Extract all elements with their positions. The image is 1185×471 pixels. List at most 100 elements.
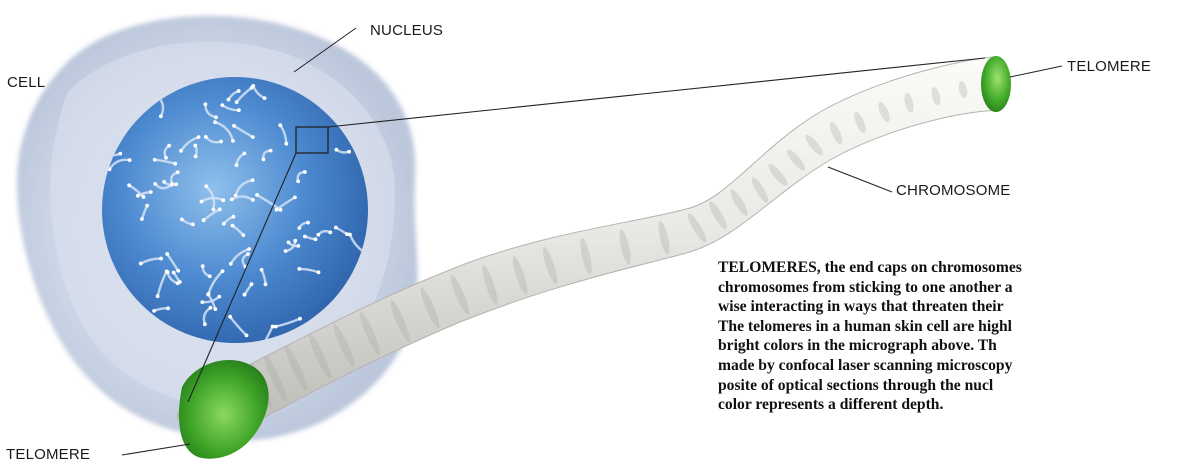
strand-tip-dot xyxy=(200,200,204,204)
strand-tip-dot xyxy=(314,237,318,241)
strand-tip-dot xyxy=(250,282,254,286)
strand-tip-dot xyxy=(274,325,278,329)
strand-tip-dot xyxy=(149,190,153,194)
strand-tip-dot xyxy=(275,208,279,212)
strand-tip-dot xyxy=(229,262,233,266)
strand-tip-dot xyxy=(176,281,180,285)
strand-tip-dot xyxy=(152,309,156,313)
strand-tip-dot xyxy=(194,155,198,159)
strand-tip-dot xyxy=(284,142,288,146)
strand-tip-dot xyxy=(335,148,339,152)
strand-tip-dot xyxy=(251,84,255,88)
strand-tip-dot xyxy=(204,102,208,106)
strand-tip-dot xyxy=(174,182,178,186)
strand-tip-dot xyxy=(203,322,207,326)
strand-tip-dot xyxy=(328,231,332,235)
strand-tip-dot xyxy=(206,293,210,297)
strand-tip-dot xyxy=(170,182,174,186)
strand-tip-dot xyxy=(230,198,234,202)
strand-tip-dot xyxy=(232,215,236,219)
strand-tip-dot xyxy=(179,149,183,153)
strand-tip-dot xyxy=(212,208,216,212)
strand-tip-dot xyxy=(235,100,239,104)
strand-tip-dot xyxy=(251,135,255,139)
telomere-bottom-leader xyxy=(122,444,190,455)
caption-line: made by confocal laser scanning microsco… xyxy=(718,356,1185,376)
label-telomere-top: TELOMERE xyxy=(1067,58,1151,75)
strand-tip-dot xyxy=(243,152,247,156)
caption-line: TELOMERES, the end caps on chromosomes xyxy=(718,258,1185,278)
strand-tip-dot xyxy=(159,114,163,118)
strand-tip-dot xyxy=(204,184,208,188)
strand-tip-dot xyxy=(218,208,222,212)
strand-tip-dot xyxy=(220,103,224,107)
strand-tip-dot xyxy=(221,198,225,202)
strand-tip-dot xyxy=(316,233,320,237)
strand-tip-dot xyxy=(139,262,143,266)
strand-tip-dot xyxy=(202,218,206,222)
strand-tip-dot xyxy=(140,217,144,221)
strand-tip-dot xyxy=(297,267,301,271)
strand-tip-dot xyxy=(145,204,149,208)
strand-tip-dot xyxy=(241,233,245,237)
strand-tip-dot xyxy=(245,334,249,338)
strand-tip-dot xyxy=(214,115,218,119)
strand-tip-dot xyxy=(278,123,282,127)
strand-tip-dot xyxy=(247,247,251,251)
strand-tip-dot xyxy=(221,269,225,273)
caption: TELOMERES, the end caps on chromosomes c… xyxy=(718,258,1185,415)
telomere-top-leader xyxy=(1010,66,1062,77)
strand-tip-dot xyxy=(237,108,241,112)
strand-tip-dot xyxy=(296,179,300,183)
chromosome-leader xyxy=(828,167,892,192)
strand-tip-dot xyxy=(260,268,264,272)
label-chromosome: CHROMOSOME xyxy=(896,182,1011,199)
strand-tip-dot xyxy=(208,274,212,278)
strand-tip-dot xyxy=(293,239,297,243)
strand-tip-dot xyxy=(201,264,205,268)
strand-tip-dot xyxy=(156,294,160,298)
strand-tip-dot xyxy=(219,140,223,144)
strand-tip-dot xyxy=(303,235,307,239)
strand-tip-dot xyxy=(347,150,351,154)
strand-tip-dot xyxy=(293,196,297,200)
strand-tip-dot xyxy=(180,218,184,222)
strand-tip-dot xyxy=(296,244,300,248)
telomere-cap-top xyxy=(981,56,1011,112)
strand-tip-dot xyxy=(167,144,171,148)
strand-tip-dot xyxy=(176,170,180,174)
strand-tip-dot xyxy=(231,224,235,228)
strand-tip-dot xyxy=(166,306,170,310)
strand-tip-dot xyxy=(246,252,250,256)
strand-tip-dot xyxy=(200,300,204,304)
strand-tip-dot xyxy=(222,222,226,226)
strand-tip-dot xyxy=(118,152,122,156)
strand-tip-dot xyxy=(193,144,197,148)
caption-line: wise interacting in ways that threaten t… xyxy=(718,297,1185,317)
strand-tip-dot xyxy=(159,257,163,261)
strand-tip-dot xyxy=(264,282,268,286)
strand-tip-dot xyxy=(287,241,291,245)
strand-tip-dot xyxy=(243,293,247,297)
strand-tip-dot xyxy=(213,307,217,311)
strand-tip-dot xyxy=(303,170,307,174)
caption-line: color represents a different depth. xyxy=(718,395,1185,415)
strand-tip-dot xyxy=(232,124,236,128)
label-telomere-bottom: TELOMERE xyxy=(6,446,90,463)
telomere-cap-bottom xyxy=(179,360,269,459)
strand-tip-dot xyxy=(173,162,177,166)
strand-tip-dot xyxy=(348,233,352,237)
strand-tip-dot xyxy=(217,295,221,299)
strand-tip-dot xyxy=(162,180,166,184)
strand-tip-dot xyxy=(228,315,232,319)
strand-tip-dot xyxy=(197,135,201,139)
strand-tip-dot xyxy=(269,149,273,153)
strand-tip-dot xyxy=(213,120,217,124)
strand-tip-dot xyxy=(142,195,146,199)
strand-tip-dot xyxy=(153,158,157,162)
strand-tip-dot xyxy=(235,163,239,167)
strand-tip-dot xyxy=(298,317,302,321)
strand-tip-dot xyxy=(165,270,169,274)
caption-line: chromosomes from sticking to one another… xyxy=(718,278,1185,298)
